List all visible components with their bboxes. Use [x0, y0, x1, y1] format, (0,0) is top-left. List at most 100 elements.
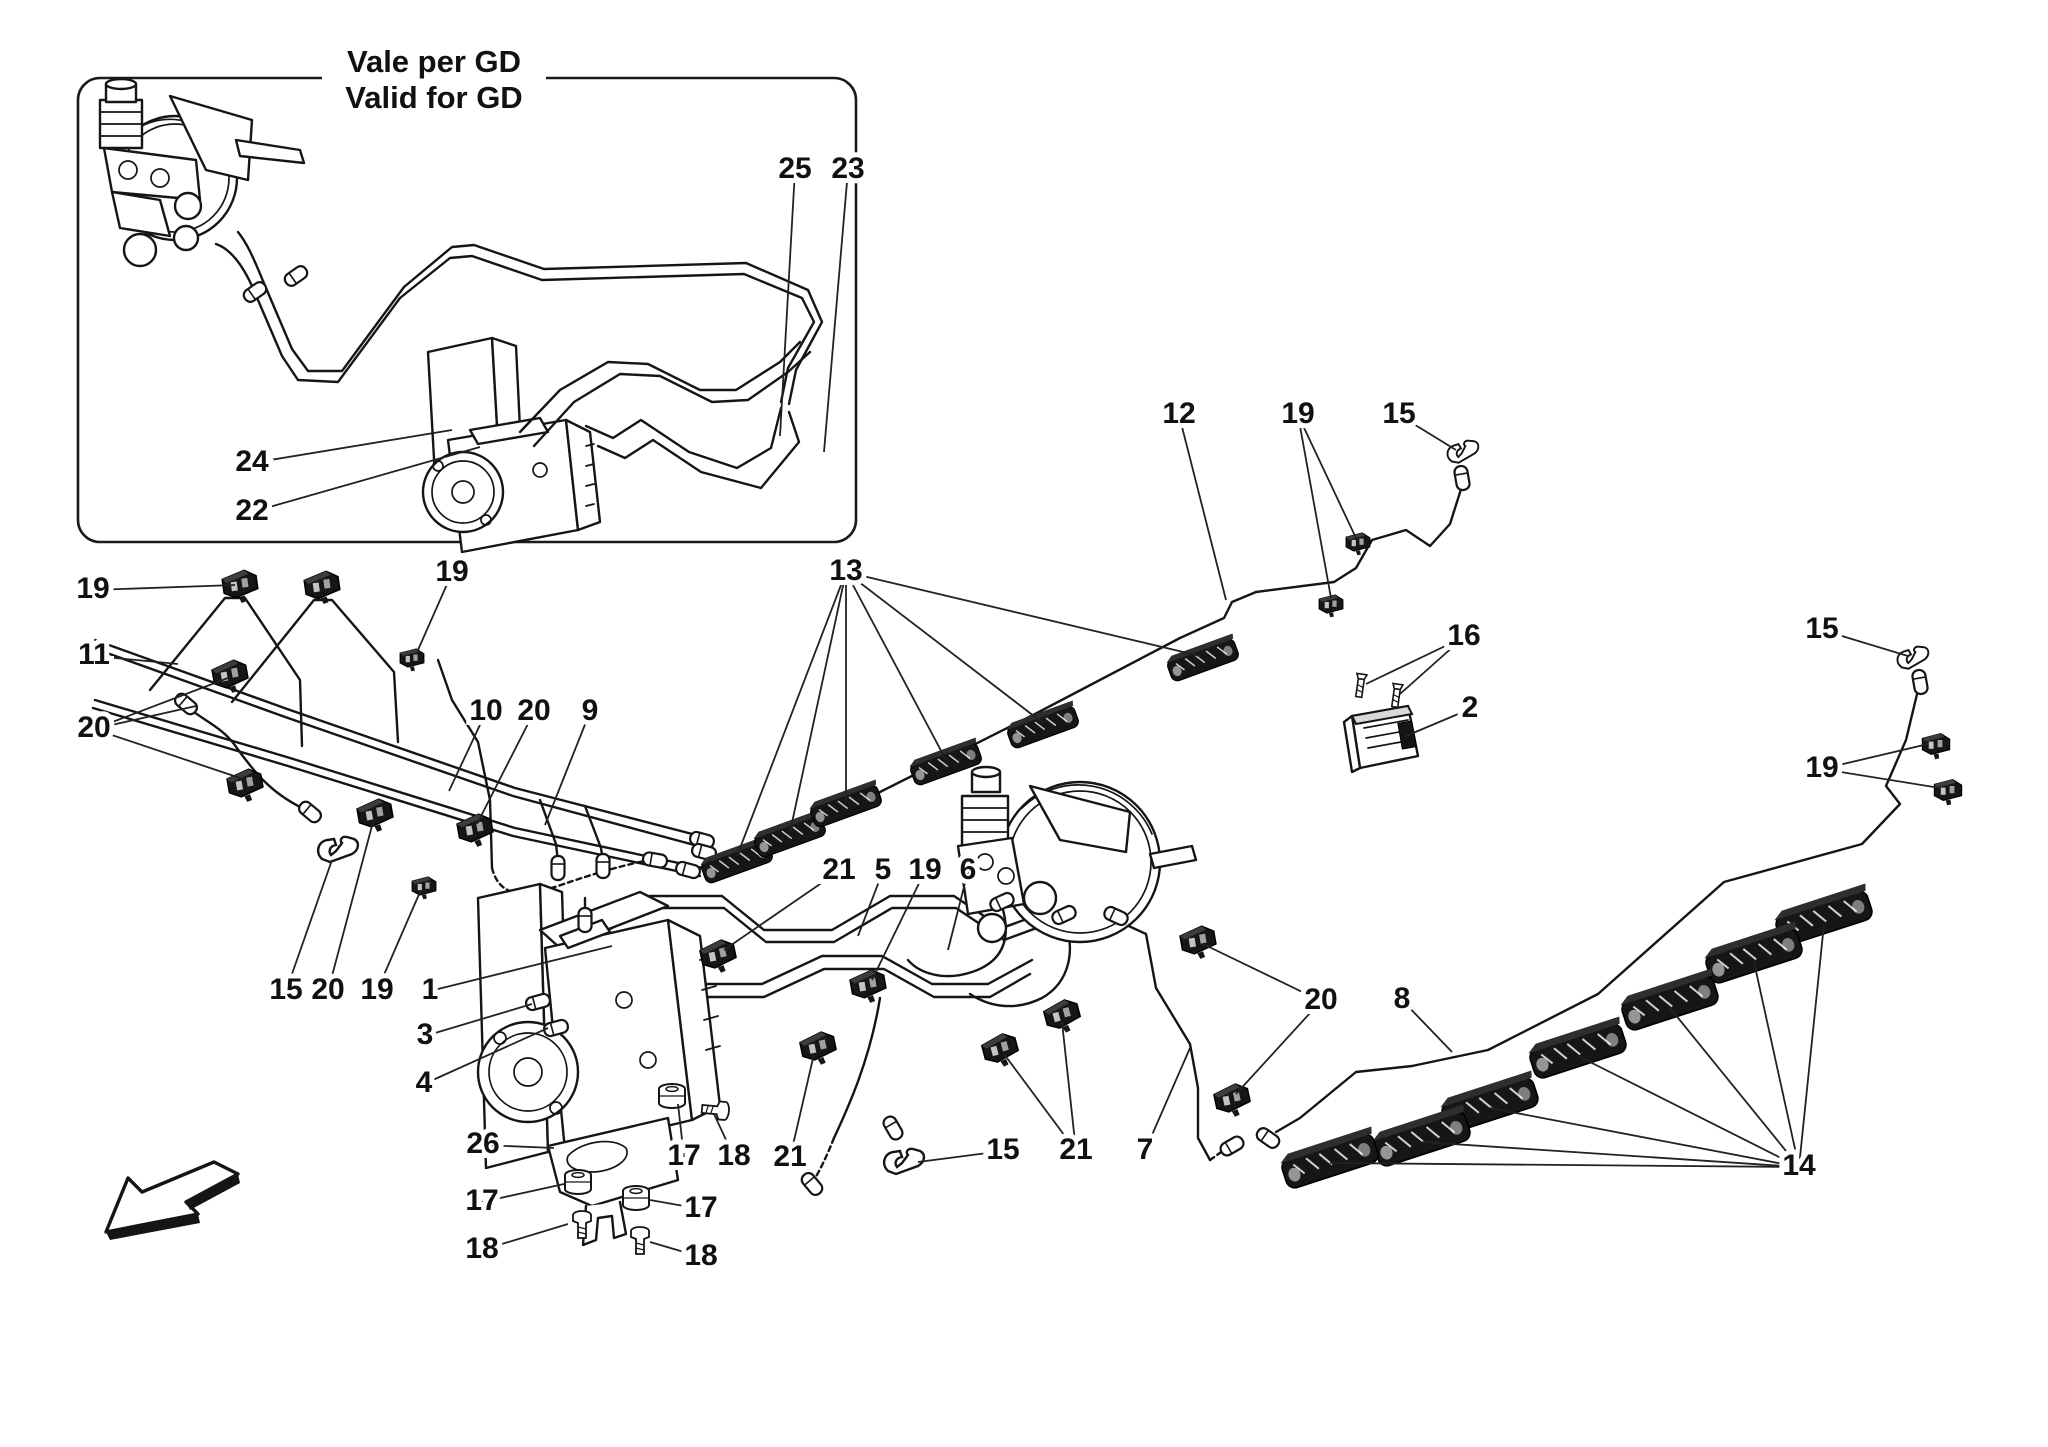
- leader-line: [1821, 743, 1929, 770]
- fitting-part: [1910, 667, 1930, 697]
- callout-21[interactable]: 21: [768, 1135, 811, 1178]
- leader-line: [1365, 636, 1465, 685]
- leader-line: [917, 1150, 1004, 1163]
- callout-21[interactable]: 21: [817, 848, 860, 891]
- leader-line: [947, 870, 969, 951]
- fitting-part: [640, 850, 670, 870]
- leader-line: [1421, 1141, 1800, 1168]
- callout-19[interactable]: 19: [71, 567, 114, 610]
- callout-15[interactable]: 15: [264, 968, 307, 1011]
- callout-13[interactable]: 13: [824, 549, 867, 592]
- callout-18[interactable]: 18: [460, 1227, 503, 1270]
- callout-18[interactable]: 18: [679, 1234, 722, 1277]
- callout-19[interactable]: 19: [355, 968, 398, 1011]
- grommet-part: [1005, 700, 1082, 749]
- callout-8[interactable]: 8: [1389, 977, 1416, 1020]
- callout-7[interactable]: 7: [1132, 1128, 1159, 1171]
- callout-17[interactable]: 17: [679, 1186, 722, 1229]
- callout-11[interactable]: 11: [73, 633, 115, 676]
- callout-17[interactable]: 17: [460, 1179, 503, 1222]
- bushing-part: [622, 1185, 650, 1211]
- leader-line: [1798, 923, 1825, 1168]
- callout-4[interactable]: 4: [411, 1061, 438, 1104]
- leader-line: [424, 1003, 533, 1037]
- leader-line: [1178, 414, 1227, 601]
- leader-line: [1235, 1000, 1322, 1095]
- leader-line: [845, 571, 1044, 724]
- callout-15[interactable]: 15: [1800, 607, 1843, 650]
- leader-line: [1489, 1107, 1800, 1168]
- clip-part: [797, 1028, 840, 1069]
- leader-line: [1329, 1162, 1800, 1168]
- callout-19[interactable]: 19: [1276, 392, 1319, 435]
- callout-19[interactable]: 19: [903, 848, 946, 891]
- fitting-part: [880, 1113, 906, 1143]
- bolt-part: [1352, 672, 1368, 699]
- leader-line: [736, 571, 847, 857]
- callout-10[interactable]: 10: [464, 689, 507, 732]
- leader-line: [1398, 414, 1457, 451]
- inset-brake-booster: [98, 77, 306, 268]
- callout-20[interactable]: 20: [72, 706, 115, 749]
- callout-25[interactable]: 25: [773, 147, 816, 190]
- leader-line: [544, 711, 591, 826]
- callout-20[interactable]: 20: [306, 968, 349, 1011]
- leader-line: [789, 571, 847, 833]
- clip-part: [848, 967, 889, 1007]
- callout-14[interactable]: 14: [1777, 1144, 1821, 1187]
- callout-19[interactable]: 19: [1800, 746, 1843, 789]
- callout-1[interactable]: 1: [417, 968, 444, 1011]
- callout-12[interactable]: 12: [1157, 392, 1200, 435]
- leader-line: [1821, 768, 1941, 789]
- leader-line: [789, 1053, 815, 1159]
- leader-line: [1753, 961, 1800, 1168]
- leader-line: [1297, 414, 1357, 539]
- inset-title-italian: Vale per GD: [347, 44, 521, 79]
- callout-15[interactable]: 15: [1377, 392, 1420, 435]
- leader-line: [1405, 708, 1471, 737]
- leader-line: [871, 870, 926, 981]
- callout-3[interactable]: 3: [412, 1013, 439, 1056]
- uclip-part: [1894, 644, 1932, 672]
- callout-9[interactable]: 9: [577, 689, 604, 732]
- leader-line: [845, 571, 947, 761]
- callout-21[interactable]: 21: [1054, 1128, 1097, 1171]
- callout-5[interactable]: 5: [870, 848, 897, 891]
- leader-line: [448, 711, 487, 792]
- callout-18[interactable]: 18: [712, 1134, 755, 1177]
- main-abs-unit: [476, 882, 722, 1170]
- callout-20[interactable]: 20: [1299, 978, 1342, 1021]
- leader-line: [779, 169, 796, 437]
- fitting-part: [171, 690, 201, 718]
- bolt-part: [1388, 682, 1404, 709]
- inset-title-english: Valid for GD: [345, 80, 522, 115]
- callout-23[interactable]: 23: [826, 147, 869, 190]
- callout-22[interactable]: 22: [230, 489, 273, 532]
- leader-line: [251, 429, 453, 464]
- callout-20[interactable]: 20: [512, 689, 555, 732]
- leader-line: [1144, 1047, 1191, 1152]
- fitting-part: [1253, 1124, 1283, 1152]
- leader-line: [1202, 943, 1322, 1002]
- callout-16[interactable]: 16: [1442, 614, 1485, 657]
- callout-2[interactable]: 2: [1457, 686, 1484, 729]
- clip-part: [399, 648, 425, 672]
- leader-line: [1577, 1055, 1800, 1168]
- callout-17[interactable]: 17: [662, 1134, 705, 1177]
- grommet-part: [1701, 920, 1808, 987]
- inset-brake-pipes: [214, 230, 824, 490]
- bushing-part: [564, 1169, 592, 1195]
- leader-line: [93, 677, 229, 730]
- callout-19[interactable]: 19: [430, 550, 473, 593]
- callout-15[interactable]: 15: [981, 1128, 1024, 1171]
- leader-line: [327, 821, 374, 992]
- fitting-part: [577, 906, 593, 934]
- clip-part: [220, 568, 261, 606]
- callout-6[interactable]: 6: [955, 848, 982, 891]
- clip-part: [455, 811, 496, 851]
- callout-26[interactable]: 26: [461, 1122, 504, 1165]
- callout-24[interactable]: 24: [230, 440, 274, 483]
- fitting-part: [798, 1169, 826, 1199]
- inset-panel: Vale per GD Valid for GD: [76, 38, 858, 554]
